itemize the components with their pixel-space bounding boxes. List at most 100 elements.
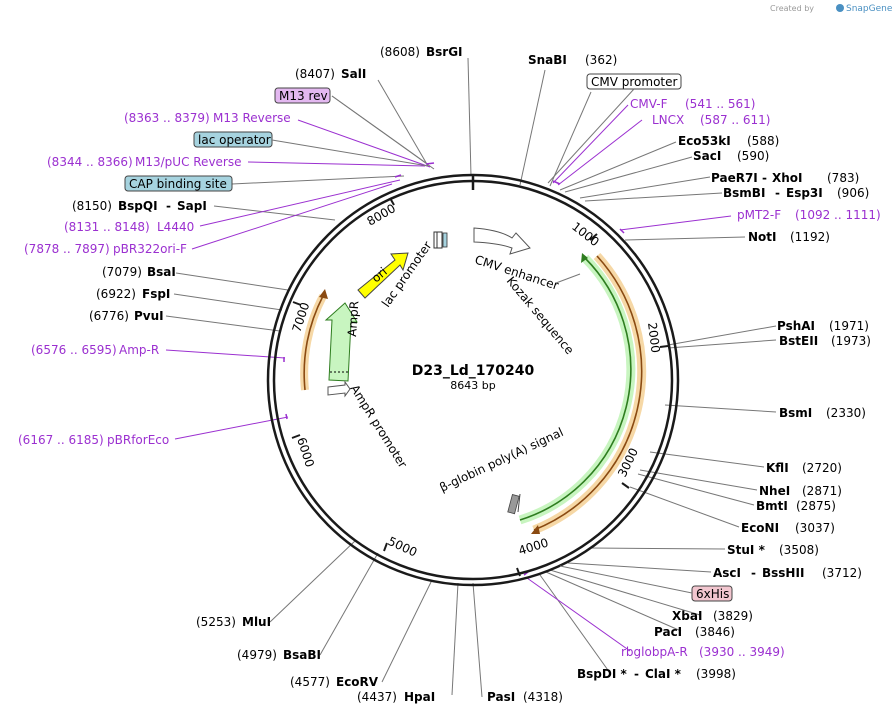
site-bspqi-dash: - — [166, 199, 171, 213]
m13-rev-label: M13 rev — [279, 89, 328, 103]
snapgene-logo-icon — [836, 4, 844, 12]
beta-globin-label: β-globin poly(A) signal — [437, 425, 565, 495]
site-saci[interactable]: SacI — [693, 149, 721, 163]
primer-range-pbr322ori-f: (7878 .. 7897) — [24, 242, 110, 256]
site-bspqi[interactable]: BspQI — [118, 199, 158, 213]
site-asci-dash: - — [751, 566, 756, 580]
green-arrow-head-icon — [581, 253, 588, 263]
site-fspi[interactable]: FspI — [142, 287, 170, 301]
cmv-promoter-leader — [547, 88, 635, 184]
kozak-leader — [555, 273, 581, 284]
plasmid-size: 8643 bp — [450, 379, 495, 392]
site-pos-bspqi: (8150) — [72, 199, 112, 213]
m13-rev-leader — [331, 95, 427, 164]
site-paci[interactable]: PacI — [654, 625, 682, 639]
primer-rbglobpa-r[interactable]: rbglobpA-R — [621, 645, 688, 659]
site-bsmi[interactable]: BsmI — [779, 406, 812, 420]
primer-range-lncx: (587 .. 611) — [700, 113, 770, 127]
site-pos-bsteii: (1973) — [831, 334, 871, 348]
site-paer7i-dash: - — [762, 171, 767, 185]
primer-range-pbrforeco: (6167 .. 6185) — [18, 433, 104, 447]
site-pos-bsai: (7079) — [102, 265, 142, 279]
cmv-promoter-label: CMV promoter — [591, 75, 678, 89]
site-pvui[interactable]: PvuI — [134, 309, 164, 323]
site-pos-hpai: (4437) — [357, 690, 397, 704]
lac-operator-box[interactable] — [193, 131, 273, 148]
tick-label-2000: 2000 — [645, 322, 663, 354]
primer-amp-r[interactable]: Amp-R — [119, 343, 159, 357]
tick-label-6000: 6000 — [294, 436, 317, 469]
ori-arrow-icon — [357, 252, 409, 299]
primer-m13-reverse[interactable]: M13 Reverse — [213, 111, 291, 125]
primer-l4440[interactable]: L4440 — [157, 220, 194, 234]
primer-range-rbglobpa-r: (3930 .. 3949) — [699, 645, 785, 659]
site-pos-econi: (3037) — [795, 521, 835, 535]
site-bspdi-dash: - — [634, 667, 639, 681]
tick-label-8000: 8000 — [365, 201, 398, 228]
tick-label-5000: 5000 — [386, 534, 420, 560]
site-sali[interactable]: SalI — [341, 67, 366, 81]
site-bsrgi[interactable]: BsrGI — [426, 45, 463, 59]
site-pos-kfli: (2720) — [802, 461, 842, 475]
site-ecorv[interactable]: EcoRV — [336, 675, 379, 689]
left-orange-arc-line — [303, 295, 324, 391]
site-asci[interactable]: AscI — [713, 566, 741, 580]
site-pos-xbai: (3829) — [713, 609, 753, 623]
site-stui[interactable]: StuI * — [727, 543, 766, 557]
site-snabi[interactable]: SnaBI — [528, 53, 567, 67]
site-bsabi[interactable]: BsaBI — [283, 648, 321, 662]
left-orange-arrow-icon — [319, 289, 328, 299]
site-paer7i[interactable]: PaeR7I — [711, 171, 758, 185]
site-noti[interactable]: NotI — [748, 230, 777, 244]
site-pasi[interactable]: PasI — [487, 690, 515, 704]
orange-arrow-head-icon — [531, 525, 540, 534]
cap-binding-site-box[interactable] — [124, 175, 233, 192]
primer-range-amp-r: (6576 .. 6595) — [31, 343, 117, 357]
lac-operator-mark — [442, 232, 448, 248]
cmv-enhancer-arrow-icon — [473, 227, 531, 255]
site-pos-esp3i: (906) — [837, 186, 869, 200]
site-bsmbi[interactable]: BsmBI — [723, 186, 765, 200]
primer-lncx[interactable]: LNCX — [652, 113, 684, 127]
primer-pbr322ori-f[interactable]: pBR322ori-F — [113, 242, 187, 256]
site-mlui[interactable]: MluI — [242, 615, 271, 629]
site-bspdi[interactable]: BspDI * — [577, 667, 627, 681]
primer-range-l4440: (8131 .. 8148) — [64, 220, 150, 234]
site-clai[interactable]: ClaI * — [645, 667, 682, 681]
site-bsmbi-dash: - — [775, 186, 780, 200]
tick-label-4000: 4000 — [517, 536, 550, 558]
site-pos-bsshii: (3712) — [822, 566, 862, 580]
site-bmti[interactable]: BmtI — [756, 499, 788, 513]
primer-pbrforeco[interactable]: pBRforEco — [107, 433, 169, 447]
six-his-box[interactable] — [691, 585, 733, 602]
site-xbai[interactable]: XbaI — [672, 609, 702, 623]
six-his-label: 6xHis — [696, 587, 729, 601]
site-pos-bsmi: (2330) — [826, 406, 866, 420]
primer-range-pmt2-f: (1092 .. 1111) — [795, 208, 881, 222]
site-sapi[interactable]: SapI — [177, 199, 207, 213]
primer-range-m13-puc-reverse: (8344 .. 8366) — [47, 155, 133, 169]
site-hpai[interactable]: HpaI — [404, 690, 435, 704]
lac-operator-box-label: lac operator — [198, 133, 271, 147]
site-eco53ki[interactable]: Eco53kI — [678, 134, 731, 148]
site-pshai[interactable]: PshAI — [777, 319, 815, 333]
site-pos-noti: (1192) — [790, 230, 830, 244]
primer-leader-lines — [165, 104, 732, 652]
credit-brand: SnapGene — [846, 4, 893, 14]
site-xhoi[interactable]: XhoI — [772, 171, 803, 185]
primer-m13-puc-reverse[interactable]: M13/pUC Reverse — [135, 155, 242, 169]
six-his-leader — [559, 565, 693, 594]
primer-range-m13-reverse: (8363 .. 8379) — [124, 111, 210, 125]
site-econi[interactable]: EcoNI — [741, 521, 779, 535]
site-nhei[interactable]: NheI — [759, 484, 790, 498]
credit-text: Created by — [770, 4, 814, 13]
primer-cmv-f[interactable]: CMV-F — [630, 97, 668, 111]
site-bsteii[interactable]: BstEII — [779, 334, 818, 348]
primer-pmt2-f[interactable]: pMT2-F — [737, 208, 781, 222]
site-esp3i[interactable]: Esp3I — [786, 186, 823, 200]
site-pos-pvui: (6776) — [89, 309, 129, 323]
m13-rev-box[interactable] — [274, 87, 331, 104]
site-bsai[interactable]: BsaI — [147, 265, 176, 279]
site-bsshii[interactable]: BssHII — [762, 566, 804, 580]
site-kfli[interactable]: KflI — [766, 461, 789, 475]
